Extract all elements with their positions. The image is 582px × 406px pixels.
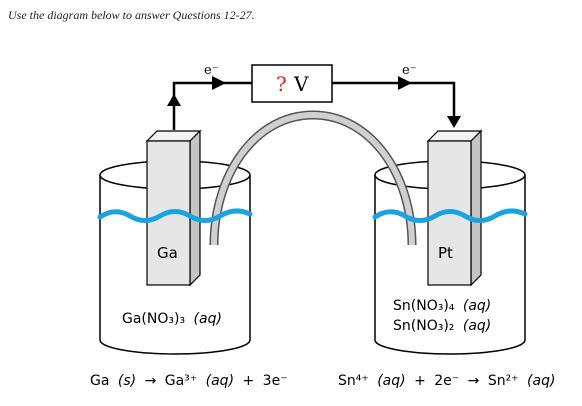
- left-solution-state: (aq): [194, 311, 222, 327]
- left-solution-label: Ga(NO₃)₃ (aq): [122, 311, 222, 327]
- right-hr-plus: +: [414, 373, 426, 389]
- left-half-reaction: Ga (s) → Ga³⁺ (aq) + 3e⁻: [90, 373, 288, 389]
- pt-electrode-label: Pt: [438, 244, 453, 262]
- electron-label-right: e⁻: [402, 63, 417, 78]
- left-solution-formula: Ga(NO₃)₃: [122, 311, 185, 327]
- salt-bridge: [209, 110, 417, 246]
- water-line-left: [97, 208, 253, 223]
- arrow-right-left: [212, 76, 226, 90]
- pt-electrode: [426, 129, 483, 287]
- right-solution-label-2: Sn(NO₃)₂ (aq): [393, 318, 491, 334]
- right-hr-product: Sn²⁺: [488, 373, 519, 389]
- water-surface: [97, 208, 528, 223]
- instruction-text: Use the diagram below to answer Question…: [8, 8, 255, 22]
- right-hr-arrow: →: [468, 373, 480, 389]
- right-solution-1-formula: Sn(NO₃)₄: [393, 298, 455, 314]
- left-hr-electrons: 3e⁻: [263, 373, 288, 389]
- voltmeter-question-mark: ?: [276, 72, 287, 96]
- left-hr-reactant-state: (s): [118, 373, 136, 389]
- arrow-down-right: [447, 116, 461, 128]
- voltmeter: ? V: [251, 64, 333, 103]
- left-hr-plus: +: [242, 373, 254, 389]
- voltmeter-unit: V: [293, 72, 309, 96]
- left-hr-reactant: Ga: [90, 373, 109, 389]
- right-solution-2-state: (aq): [463, 318, 491, 334]
- electron-label-left: e⁻: [204, 63, 219, 78]
- ga-electrode-label: Ga: [157, 244, 178, 262]
- right-half-reaction: Sn⁴⁺ (aq) + 2e⁻ → Sn²⁺ (aq): [338, 373, 555, 389]
- right-hr-electrons: 2e⁻: [434, 373, 459, 389]
- arrow-up-left: [167, 94, 181, 106]
- right-solution-2-formula: Sn(NO₃)₂: [393, 318, 454, 334]
- right-solution-1-state: (aq): [463, 298, 491, 314]
- right-solution-label-1: Sn(NO₃)₄ (aq): [393, 298, 491, 314]
- left-hr-product: Ga³⁺: [165, 373, 197, 389]
- right-hr-reactant-state: (aq): [377, 373, 405, 389]
- arrow-right-right: [398, 76, 412, 90]
- electron-flow-arrows: [167, 76, 461, 128]
- left-hr-product-state: (aq): [206, 373, 234, 389]
- right-hr-reactant: Sn⁴⁺: [338, 373, 369, 389]
- right-hr-product-state: (aq): [527, 373, 555, 389]
- water-line-right: [372, 208, 528, 223]
- left-hr-arrow: →: [145, 373, 157, 389]
